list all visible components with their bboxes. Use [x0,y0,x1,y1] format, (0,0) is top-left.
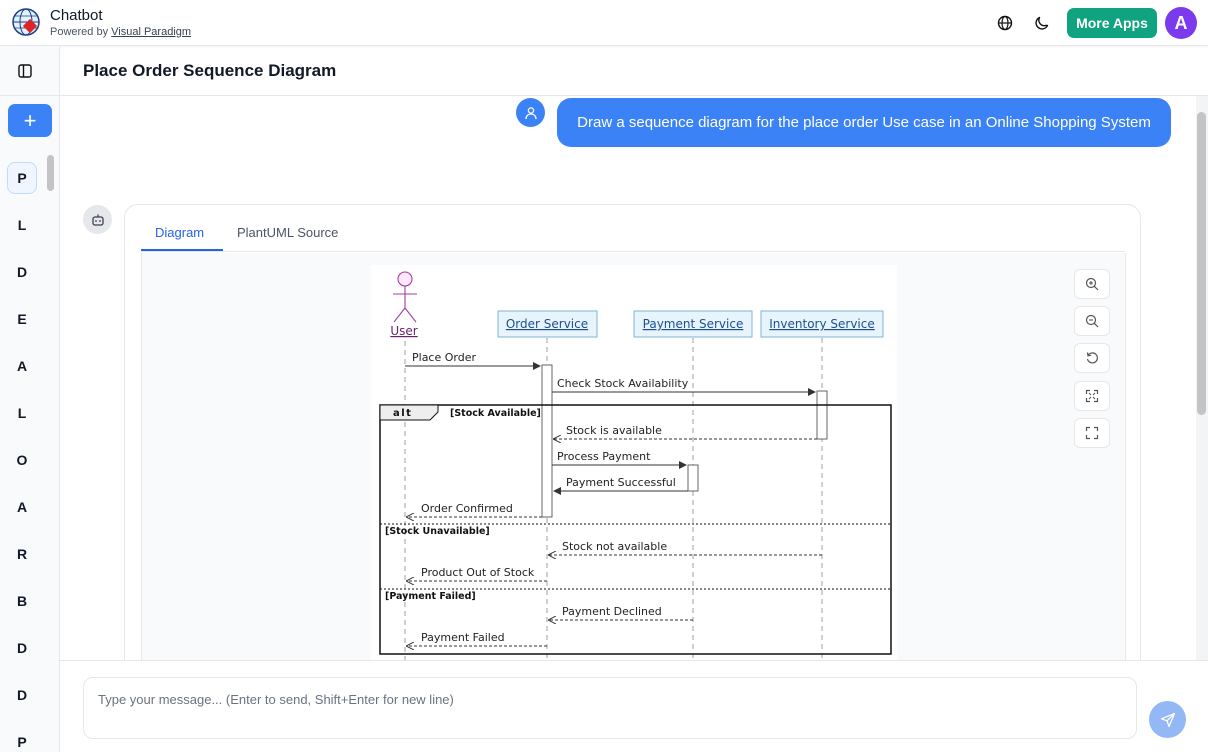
message-composer [60,660,1208,752]
tab-plantuml-source[interactable]: PlantUML Source [237,225,339,240]
alt-frame-tab [379,404,439,421]
diagram-card: Diagram PlantUML Source [124,204,1141,674]
msg-label-payment-failed: Payment Failed [421,631,505,644]
moon-icon[interactable] [1030,11,1054,35]
sequence-diagram: User Order Service Payment Service Inven… [371,265,897,673]
participant-label-inventory-service: Inventory Service [769,317,874,331]
participant-label-payment-service: Payment Service [643,317,744,331]
participant-box-payment-service [633,310,753,338]
msg-label-process-payment: Process Payment [557,450,651,463]
msg-label-stock-available: Stock is available [566,424,662,437]
sidebar-scrollbar[interactable] [47,155,54,191]
user-icon [524,106,537,119]
tab-divider [141,251,1125,252]
user-message-bubble: Draw a sequence diagram for the place or… [557,98,1171,147]
participant-box-order-service [497,310,598,338]
alt-keyword: alt [393,408,412,419]
powered-by: Powered by Visual Paradigm [50,26,191,38]
actor-label-user: User [390,324,417,338]
guard-payment-failed: [Payment Failed] [385,591,476,602]
msg-label-product-out-of-stock: Product Out of Stock [421,566,535,579]
msg-label-stock-not-available: Stock not available [562,540,667,553]
msg-label-place-order: Place Order [412,351,476,364]
fullscreen-button[interactable] [1074,418,1110,448]
active-tab-indicator [141,249,223,251]
main-scrollbar-thumb[interactable] [1197,112,1206,415]
participant-label-order-service: Order Service [506,317,588,331]
sidebar-divider [0,95,60,96]
diagram-canvas[interactable]: User Order Service Payment Service Inven… [141,253,1126,673]
new-chat-button[interactable]: + [8,104,52,137]
chat-history-item[interactable]: A [16,499,28,515]
more-apps-button[interactable]: More Apps [1067,8,1157,38]
chat-history-item[interactable]: D [16,640,28,656]
bot-icon [91,214,104,226]
send-icon [1160,712,1175,727]
chat-history-item[interactable]: D [16,264,28,280]
zoom-in-icon [1085,277,1099,291]
chat-history-item[interactable]: B [16,593,28,609]
activation-inventory-service [816,390,828,440]
chat-history-item[interactable]: L [17,217,27,233]
guard-stock-available: [Stock Available] [450,408,541,419]
reset-zoom-button[interactable] [1074,343,1110,373]
participant-box-inventory-service [760,310,884,338]
alt-frame [379,404,892,655]
chat-history-item[interactable]: P [7,162,37,194]
chat-history-item[interactable]: O [16,452,28,468]
tab-diagram[interactable]: Diagram [155,225,205,240]
sidebar: + P L D E A L O A R B D D P [0,46,60,752]
app-logo-icon[interactable] [11,7,41,37]
user-avatar[interactable]: A [1165,7,1197,39]
fit-screen-button[interactable] [1074,381,1110,411]
page-title: Place Order Sequence Diagram [83,61,337,80]
chat-history-item[interactable]: L [17,405,27,421]
chat-history-item[interactable]: P [17,734,27,750]
fullscreen-icon [1085,426,1099,440]
zoom-in-button[interactable] [1074,269,1110,299]
reset-icon [1086,352,1098,364]
top-header: Chatbot Powered by Visual Paradigm More … [0,0,1208,46]
activation-order-service [541,364,553,518]
app-title: Chatbot [50,7,103,24]
msg-label-payment-successful: Payment Successful [566,476,676,489]
zoom-out-button[interactable] [1074,306,1110,336]
title-divider [60,95,1208,96]
msg-label-check-stock: Check Stock Availability [557,377,689,390]
visual-paradigm-link[interactable]: Visual Paradigm [111,26,192,38]
bot-message-avatar [83,205,112,234]
actor-user [393,271,417,323]
fit-screen-icon [1085,389,1099,403]
msg-label-payment-declined: Payment Declined [562,605,662,618]
powered-by-prefix: Powered by [50,26,112,38]
message-input[interactable] [83,677,1137,739]
user-message-avatar [516,98,545,127]
zoom-out-icon [1085,314,1099,328]
sidebar-toggle-icon[interactable] [15,61,35,81]
chat-history-item[interactable]: D [16,687,28,703]
globe-icon[interactable] [993,11,1017,35]
msg-label-order-confirmed: Order Confirmed [421,502,513,515]
sequence-diagram-svg: User Order Service Payment Service Inven… [379,271,892,673]
chat-history-item[interactable]: E [17,311,27,327]
guard-stock-unavailable: [Stock Unavailable] [385,526,490,537]
activation-payment-service [687,464,699,492]
chat-history-item[interactable]: R [16,546,28,562]
chat-history-item[interactable]: A [16,358,28,374]
send-button[interactable] [1149,701,1186,738]
